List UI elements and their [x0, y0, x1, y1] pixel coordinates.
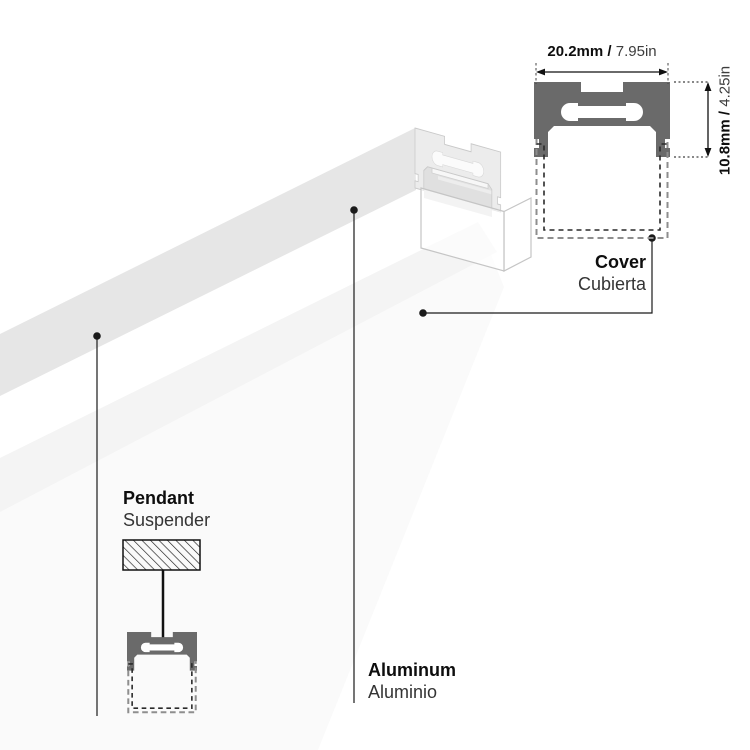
cover-box-3d	[420, 187, 532, 272]
cross-section-body	[534, 82, 670, 157]
cover-dashed-outer	[535, 138, 669, 239]
dimension-width-label: 20.2mm / 7.95in	[527, 43, 677, 60]
cover-label: Cover Cubierta	[540, 251, 646, 295]
aluminum-label-en: Aluminum	[368, 660, 456, 680]
aluminum-label: Aluminum Aluminio	[368, 659, 456, 703]
leader-dots	[93, 206, 656, 340]
cover-leader-line	[423, 238, 653, 314]
dimension-height-imperial: 4.25in	[716, 65, 734, 107]
profile-cross-section	[534, 82, 670, 239]
dimension-height-marker	[674, 81, 712, 158]
light-beam	[0, 222, 497, 512]
ceiling-hatch	[122, 539, 201, 571]
dimension-height-metric: 10.8mm /	[716, 110, 734, 176]
interior-ridge	[438, 176, 494, 195]
cover-label-es: Cubierta	[577, 274, 646, 294]
cover-label-en: Cover	[594, 252, 646, 272]
pendant-label-en: Pendant	[123, 488, 195, 508]
dimension-height-label: 10.8mm / 4.25in	[717, 46, 734, 196]
pendant-label-es: Suspender	[123, 510, 211, 530]
leader-lines	[96, 210, 653, 716]
pendant-label: Pendant Suspender	[123, 487, 210, 531]
light-beam-faint	[0, 222, 504, 750]
pendant-leader-dot	[93, 332, 101, 340]
cover-leader-dot	[419, 309, 427, 317]
cover-dashed-inner	[535, 143, 669, 231]
profile-front-face	[0, 128, 416, 396]
dimension-width-marker	[535, 63, 669, 84]
aluminum-leader-dot	[350, 206, 358, 214]
dimension-width-imperial: 7.95in	[615, 43, 657, 60]
aluminum-label-es: Aluminio	[368, 682, 438, 702]
aluminum-profile-3d	[0, 127, 532, 750]
pendant-detail	[122, 539, 201, 714]
dimension-width-metric: 20.2mm /	[547, 43, 612, 60]
